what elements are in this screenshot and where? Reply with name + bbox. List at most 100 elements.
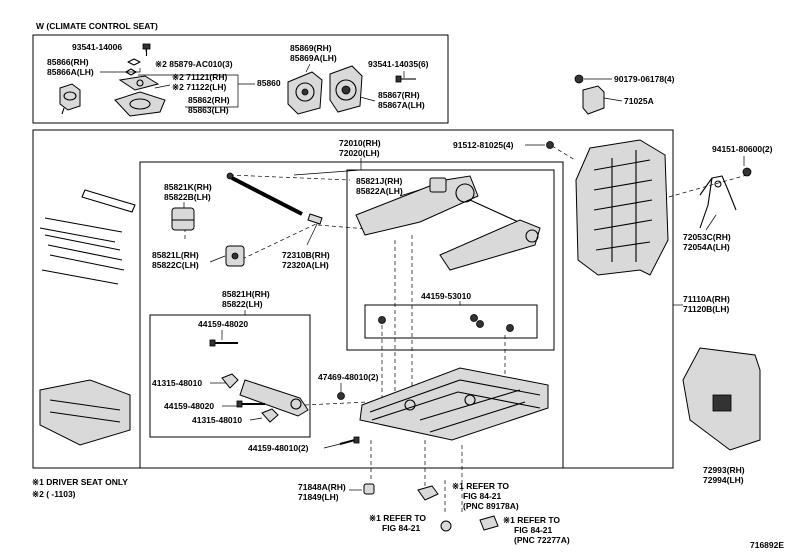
- label-71121: ※2 71121(RH): [172, 72, 227, 82]
- label-44159-48020-a: 44159-48020: [198, 319, 248, 329]
- cable-72053c-icon: [699, 175, 737, 229]
- label-41315-48010-a: 41315-48010: [152, 378, 202, 388]
- label-93541-14035: 93541-14035(6): [368, 59, 429, 69]
- label-85862: 85862(RH): [188, 95, 230, 105]
- label-85822b: 85822B(LH): [164, 192, 211, 202]
- connector-84-21-icon: [440, 520, 452, 532]
- blower-fan-85866-icon: [59, 83, 81, 115]
- climate-control-seat-box: [32, 34, 449, 124]
- label-90179: 90179-06178(4): [614, 74, 675, 84]
- blower-85862-icon: [114, 91, 166, 117]
- label-85822a: 85822A(LH): [356, 186, 403, 196]
- screw-rod-icon: [226, 172, 303, 216]
- switch-72277a-icon: [479, 515, 499, 531]
- label-71025a: 71025A: [624, 96, 654, 106]
- label-71122: ※2 71122(LH): [172, 82, 227, 92]
- seatback-frame-icon: [575, 139, 669, 276]
- frame-subassembly-box: [346, 169, 555, 351]
- climate-seat-title: W (CLIMATE CONTROL SEAT): [36, 21, 158, 31]
- motor-85821h-icon: [239, 379, 309, 417]
- fan-housing-85867-icon: [329, 65, 363, 113]
- label-71849: 71849(LH): [298, 492, 339, 502]
- label-85869: 85869(RH): [290, 43, 332, 53]
- cap-71848a-icon: [363, 483, 375, 495]
- label-85822c: 85822C(LH): [152, 260, 199, 270]
- label-85869a: 85869A(LH): [290, 53, 337, 63]
- bolt-44159-48010-icon: [339, 436, 360, 445]
- bolts-44159-53010-icon: [378, 314, 514, 332]
- refer-note-1c: (PNC 89178A): [463, 501, 519, 511]
- motor-85821k-icon: [171, 207, 195, 231]
- bolt-72310b-icon: [307, 213, 323, 225]
- bolt-subgroup-box: [364, 304, 538, 339]
- bracket-71121-icon: [118, 75, 160, 91]
- fan-housing-85869-icon: [287, 71, 323, 115]
- refer-note-3b: FIG 84-21: [514, 525, 553, 535]
- cover-71025a-icon: [582, 85, 605, 115]
- label-85867a: 85867A(LH): [378, 100, 425, 110]
- label-72993: 72993(RH): [703, 465, 745, 475]
- assembly-dashed-lines: [184, 145, 748, 515]
- seat-spring-mat-icon: [39, 189, 136, 285]
- label-72320a: 72320A(LH): [282, 260, 329, 270]
- seat-cover-72993-icon: [682, 347, 761, 451]
- seat-track-assembly-icon: [359, 367, 549, 441]
- seat-tray-icon: [39, 379, 131, 446]
- label-72010: 72010(RH): [339, 138, 381, 148]
- bracket-41315-48010-b-icon: [261, 408, 279, 423]
- refer-note-1a: ※1 REFER TO: [452, 481, 509, 491]
- bolt-94151-icon: [742, 167, 752, 177]
- label-44159-48020-b: 44159-48020: [164, 401, 214, 411]
- label-85822: 85822(LH): [222, 299, 263, 309]
- label-85879: ※2 85879-AC010(3): [155, 59, 233, 69]
- bolt-44159-48020-b-icon: [236, 400, 265, 408]
- switch-89178a-icon: [417, 485, 439, 501]
- nut-47469-icon: [337, 392, 345, 400]
- footnote-driver-seat: ※1 DRIVER SEAT ONLY: [32, 477, 128, 487]
- bolt-93541-14006-icon: [142, 43, 151, 56]
- refer-note-3c: (PNC 72277A): [514, 535, 570, 545]
- diagram-id: 716892E: [750, 540, 784, 550]
- label-85860: 85860: [257, 78, 281, 88]
- label-72054a: 72054A(LH): [683, 242, 730, 252]
- label-72994: 72994(LH): [703, 475, 744, 485]
- motor-85821j-icon: [429, 177, 447, 193]
- label-72310b: 72310B(RH): [282, 250, 330, 260]
- seat-rail-upper-icon: [355, 175, 541, 271]
- label-85821l: 85821L(RH): [152, 250, 199, 260]
- footnote-range: ※2 ( -1103): [32, 489, 76, 499]
- label-94151: 94151-80600(2): [712, 144, 773, 154]
- clip-85879-icon: [125, 58, 141, 76]
- label-72020: 72020(LH): [339, 148, 380, 158]
- motor-subgroup-box: [149, 314, 311, 438]
- label-44159-48010: 44159-48010(2): [248, 443, 309, 453]
- label-85821k: 85821K(RH): [164, 182, 212, 192]
- label-85821h: 85821H(RH): [222, 289, 270, 299]
- label-71848a: 71848A(RH): [298, 482, 346, 492]
- label-85863: 85863(LH): [188, 105, 229, 115]
- label-41315-48010-b: 41315-48010: [192, 415, 242, 425]
- nut-90179-icon: [574, 74, 584, 84]
- refer-note-2a: ※1 REFER TO: [369, 513, 426, 523]
- label-85821j: 85821J(RH): [356, 176, 402, 186]
- label-44159-53010: 44159-53010: [421, 291, 471, 301]
- refer-note-2b: FIG 84-21: [382, 523, 421, 533]
- motor-85821l-icon: [225, 245, 245, 267]
- washer-91512-icon: [546, 141, 554, 149]
- label-85866: 85866(RH): [47, 57, 89, 67]
- label-93541-14006: 93541-14006: [72, 42, 122, 52]
- seat-adjuster-box: [139, 161, 564, 469]
- bracket-41315-48010-a-icon: [221, 373, 239, 389]
- refer-note-1b: FIG 84-21: [463, 491, 502, 501]
- label-85867: 85867(RH): [378, 90, 420, 100]
- bolt-44159-48020-a-icon: [209, 339, 238, 347]
- label-72053c: 72053C(RH): [683, 232, 731, 242]
- screw-93541-14035-icon: [395, 75, 416, 83]
- label-91512: 91512-81025(4): [453, 140, 514, 150]
- refer-note-3a: ※1 REFER TO: [503, 515, 560, 525]
- label-47469: 47469-48010(2): [318, 372, 379, 382]
- label-71120b: 71120B(LH): [683, 304, 729, 314]
- label-85866a: 85866A(LH): [47, 67, 94, 77]
- label-71110a: 71110A(RH): [683, 294, 730, 304]
